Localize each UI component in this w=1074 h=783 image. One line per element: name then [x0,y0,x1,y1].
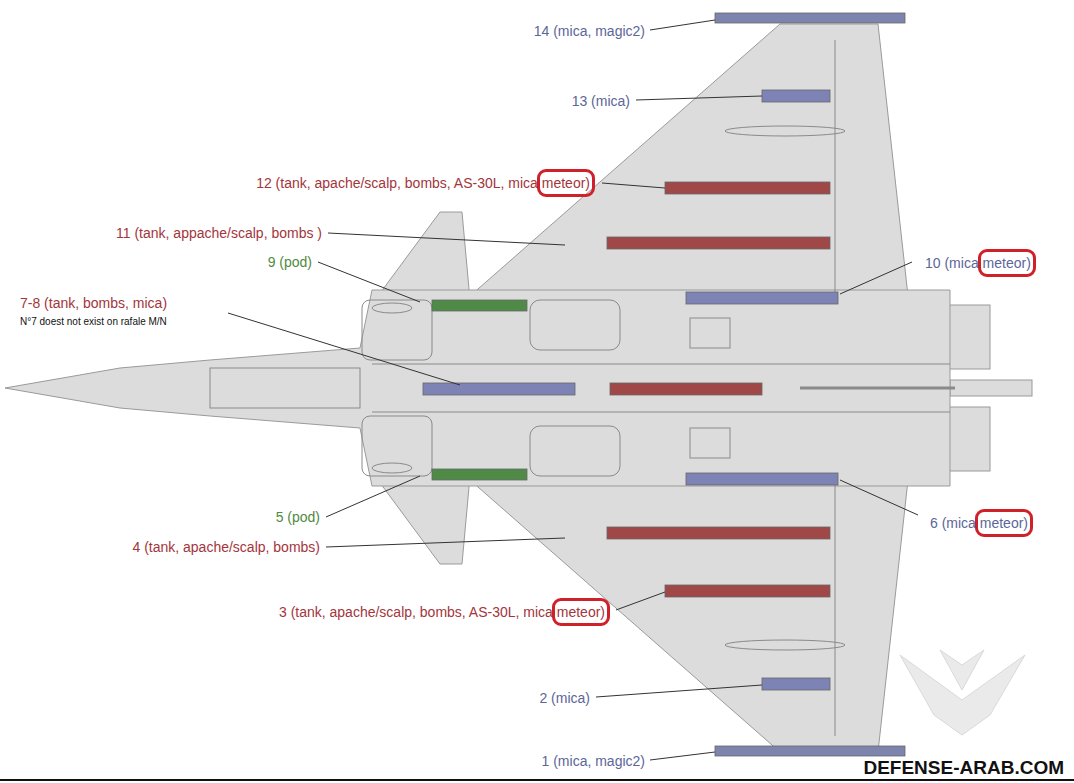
leader-line [328,233,565,245]
leader-line [616,592,665,610]
callout-label: 12 (tank, apache/scalp, bombs, AS-30L, m… [256,175,590,191]
bottom-rule [0,779,1074,781]
flap-line [835,40,836,296]
engine-bay [530,300,620,350]
nozzle [948,305,990,369]
callout-label: 1 (mica, magic2) [542,753,645,769]
leader-line [326,476,420,517]
tail-probe [950,380,1032,396]
pylon-3 [665,585,830,597]
leader-line [602,183,665,188]
pylon-9 [432,300,527,311]
callout-label: 13 (mica) [572,93,630,109]
leader-line [840,480,918,515]
leader-line [636,96,762,100]
leader-line [840,262,912,294]
leader-line [326,538,565,547]
callout-label: 2 (mica) [539,690,590,706]
pylon-1 [715,746,905,756]
panel-line [372,412,950,413]
callout-label: 4 (tank, apache/scalp, bombs) [132,539,320,555]
wing-fence [725,640,845,650]
pylon-7 [423,383,575,395]
leader-line [228,313,460,385]
callout-label: 5 (pod) [276,509,320,525]
note: N°7 doest not exist on rafale M/N [20,316,167,328]
pylon-14 [715,13,905,23]
watermark: DEFENSE-ARAB.COM [861,757,1066,779]
pylon-10 [686,292,838,304]
watermark-logo [940,650,984,690]
pylon-2 [762,678,830,690]
callout-label: 11 (tank, appache/scalp, bombs ) [116,225,322,241]
callout-label: 7-8 (tank, bombs, mica) [20,295,167,311]
pylon-13 [762,90,830,102]
callout-label: 10 (mica meteor) [925,255,1031,271]
engine-bay [530,426,620,476]
panel [690,318,730,348]
leader-line [650,20,715,30]
callout-label: 6 (mica meteor) [930,515,1028,531]
panel-line [372,364,950,365]
wing-fence [725,126,845,136]
pylon-5 [432,469,527,480]
callout-label: 14 (mica, magic2) [534,23,645,39]
intake [362,300,432,360]
leader-line [596,685,762,697]
pylon-6 [686,473,838,485]
intake-lip [372,463,412,473]
flap-line [835,480,836,736]
intake [362,416,432,476]
panel [690,428,730,458]
pylon-12 [665,182,830,194]
callout-label: 9 (pod) [268,254,312,270]
canard-top [375,212,470,300]
pylon-11 [607,237,830,249]
wing-top [470,24,908,296]
leader-line [318,262,420,302]
pylon-4 [607,527,830,539]
pylon-8 [610,383,762,395]
leader-line [650,752,715,760]
nozzle [948,407,990,471]
canopy [210,368,360,408]
intake-lip [372,303,412,313]
callout-label: 3 (tank, apache/scalp, bombs, AS-30L, mi… [279,604,605,620]
fin [800,387,955,390]
